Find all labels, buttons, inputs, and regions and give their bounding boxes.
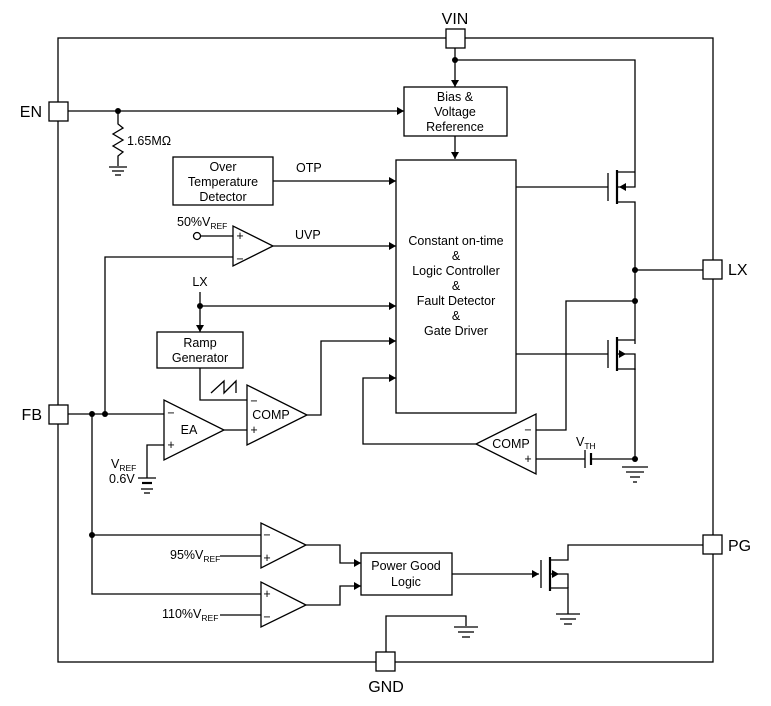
svg-text:−: − [250, 394, 257, 408]
power-good-logic-block: Power Good Logic [360, 552, 453, 596]
pg-low-threshold-label: 95%VREF [170, 548, 220, 564]
svg-text:−: − [524, 423, 531, 437]
pg-comparator-high: + − 110%VREF [162, 580, 361, 629]
svg-text:Constant on-time: Constant on-time [408, 234, 503, 248]
svg-text:Fault Detector: Fault Detector [417, 294, 496, 308]
svg-text:Voltage: Voltage [434, 105, 476, 119]
uvp-label: UVP [295, 228, 321, 242]
svg-text:Logic: Logic [391, 575, 421, 589]
pin-lx-label: LX [728, 262, 748, 279]
resistor-label: 1.65MΩ [127, 134, 171, 148]
pin-pg-label: PG [728, 538, 751, 555]
lx-sense-label: LX [192, 275, 208, 289]
otp-wiring: OTP [273, 161, 396, 185]
svg-text:−: − [167, 406, 174, 420]
fb-wiring [68, 411, 261, 595]
high-side-mosfet [516, 170, 636, 270]
svg-text:Power Good: Power Good [371, 559, 441, 573]
vth-label: VTH [576, 435, 596, 451]
zero-cross-comparator: COMP − + [362, 374, 537, 476]
svg-text:Gate Driver: Gate Driver [424, 324, 488, 338]
ground-symbol-lowside [622, 456, 648, 483]
svg-text:−: − [263, 528, 270, 542]
svg-text:+: + [167, 438, 174, 452]
uvp-reference-label: 50%VREF [177, 215, 227, 231]
svg-text:+: + [524, 452, 531, 466]
svg-text:Over: Over [209, 160, 236, 174]
svg-text:−: − [263, 610, 270, 624]
pin-en: EN [20, 101, 69, 122]
pin-vin-label: VIN [442, 11, 469, 28]
main-comparator: COMP − + [246, 337, 396, 447]
pin-fb: FB [22, 404, 69, 425]
svg-text:−: − [236, 252, 243, 266]
pin-fb-label: FB [22, 407, 42, 424]
svg-text:EA: EA [181, 423, 198, 437]
svg-text:COMP: COMP [252, 408, 290, 422]
ramp-generator-block: Ramp Generator [156, 331, 244, 369]
pg-comparator-low: − + 95%VREF [170, 521, 361, 570]
pin-vin: VIN [442, 11, 469, 49]
pin-gnd-label: GND [368, 679, 404, 696]
svg-text:COMP: COMP [492, 437, 530, 451]
gnd-wiring [385, 615, 478, 652]
svg-text:Generator: Generator [172, 351, 228, 365]
svg-text:Temperature: Temperature [188, 175, 258, 189]
svg-text:Bias &: Bias & [437, 90, 474, 104]
error-amplifier: EA − + VREF 0.6V [109, 398, 247, 494]
svg-text:+: + [250, 423, 257, 437]
vth-source: VTH [536, 435, 635, 468]
svg-text:Detector: Detector [199, 190, 246, 204]
pin-lx: LX [702, 259, 748, 280]
vin-wiring [451, 48, 636, 172]
svg-text:Logic Controller: Logic Controller [412, 264, 500, 278]
svg-text:Ramp: Ramp [183, 336, 216, 350]
svg-text:+: + [263, 551, 270, 565]
pg-open-drain-mosfet [452, 544, 703, 625]
svg-text:&: & [452, 249, 461, 263]
en-wiring: 1.65MΩ [68, 107, 404, 176]
svg-text:+: + [263, 587, 270, 601]
svg-text:Reference: Reference [426, 120, 484, 134]
pin-pg: PG [702, 534, 751, 555]
pin-gnd: GND [368, 651, 404, 696]
svg-text:&: & [452, 279, 461, 293]
svg-text:&: & [452, 309, 461, 323]
pg-high-threshold-label: 110%VREF [162, 607, 218, 623]
svg-text:+: + [236, 229, 243, 243]
lx-sense-wiring: LX [192, 275, 396, 401]
uvp-comparator: + − 50%VREF UVP [104, 215, 396, 414]
bias-voltage-reference-block: Bias & Voltage Reference [403, 86, 508, 137]
otp-label: OTP [296, 161, 322, 175]
sawtooth-waveform [210, 379, 237, 395]
vref-value: 0.6V [109, 472, 135, 486]
low-side-mosfet [516, 337, 636, 458]
vref-label: VREF [111, 457, 136, 473]
lx-node [536, 267, 703, 431]
pin-en-label: EN [20, 104, 42, 121]
controller-block: Constant on-time & Logic Controller & Fa… [395, 159, 517, 414]
over-temperature-detector-block: Over Temperature Detector [172, 156, 274, 206]
